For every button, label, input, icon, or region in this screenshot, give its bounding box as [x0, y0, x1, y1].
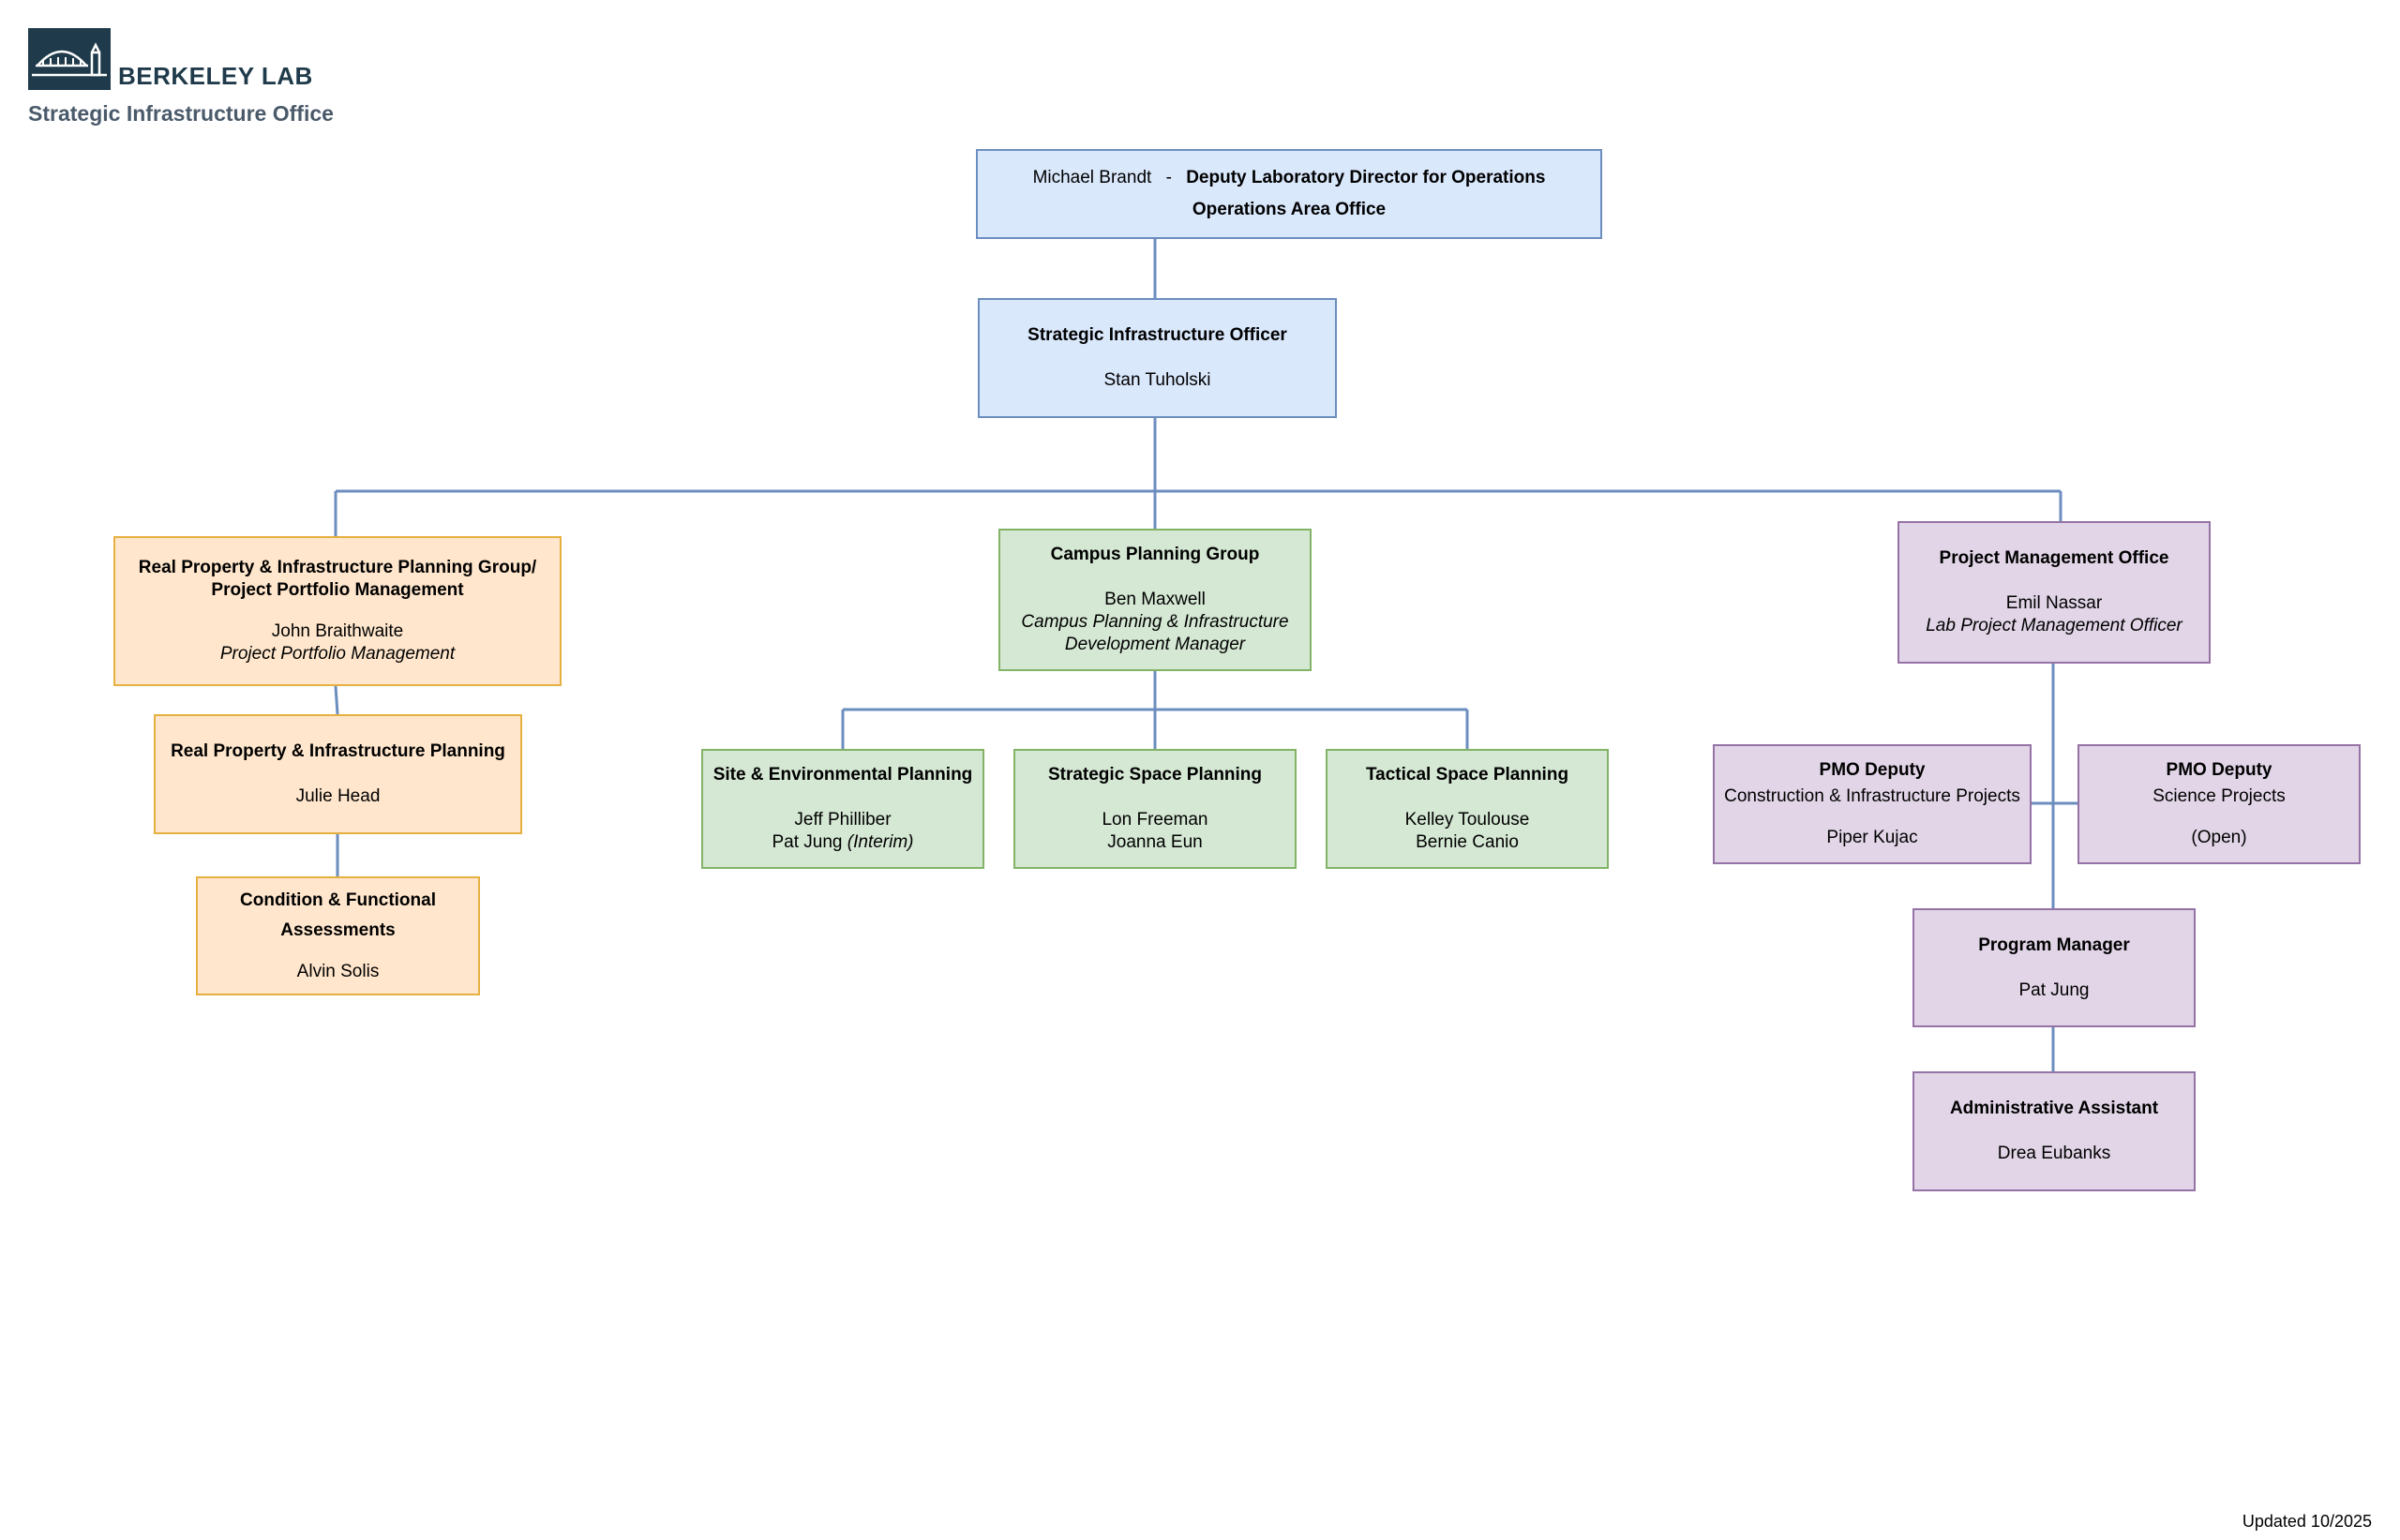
node-site-environmental-planning[interactable]: Site & Environmental Planning Jeff Phill…: [701, 749, 984, 869]
rpip-group-role: Project Portfolio Management: [219, 644, 456, 664]
node-campus-planning-group[interactable]: Campus Planning Group Ben Maxwell Campus…: [998, 529, 1312, 671]
deputy-director-name: Michael Brandt: [1032, 168, 1152, 187]
pmo-deputy-science-subtitle: Science Projects: [2152, 786, 2286, 806]
pmo-deputy-science-name: (Open): [2191, 828, 2247, 847]
node-deputy-director[interactable]: Michael Brandt - Deputy Laboratory Direc…: [976, 149, 1602, 239]
pmo-deputy-science-title: PMO Deputy: [2166, 760, 2272, 780]
node-pmo-deputy-science[interactable]: PMO Deputy Science Projects (Open): [2078, 744, 2361, 864]
strategic-space-name1: Lon Freeman: [1102, 810, 1208, 830]
deputy-director-office: Operations Area Office: [1192, 200, 1387, 219]
node-pmo-deputy-construction[interactable]: PMO Deputy Construction & Infrastructure…: [1713, 744, 2032, 864]
admin-assistant-name: Drea Eubanks: [1997, 1144, 2111, 1163]
rpip-title: Real Property & Infrastructure Planning: [171, 741, 505, 761]
tactical-space-title: Tactical Space Planning: [1365, 765, 1569, 785]
site-env-name2-line: Pat Jung (Interim): [772, 831, 913, 854]
node-condition-assessments[interactable]: Condition & Functional Assessments Alvin…: [196, 876, 480, 995]
pmo-deputy-construction-subtitle: Construction & Infrastructure Projects: [1724, 786, 2020, 806]
site-env-name1: Jeff Philliber: [794, 810, 892, 830]
berkeley-lab-logo: [28, 28, 111, 90]
tactical-space-name2: Bernie Canio: [1416, 832, 1519, 852]
berkeley-lab-building-icon: [32, 42, 107, 77]
program-manager-name: Pat Jung: [2018, 979, 2090, 1000]
campus-planning-title: Campus Planning Group: [1050, 545, 1260, 564]
site-env-title: Site & Environmental Planning: [712, 765, 973, 785]
deputy-director-separator: -: [1165, 168, 1172, 187]
campus-planning-name: Ben Maxwell: [1104, 590, 1206, 609]
strategic-space-title: Strategic Space Planning: [1047, 765, 1263, 785]
connector-rpip-group-rpip: [334, 685, 339, 715]
node-program-manager[interactable]: Program Manager Pat Jung: [1912, 908, 2196, 1027]
node-project-management-office[interactable]: Project Management Office Emil Nassar La…: [1898, 521, 2211, 664]
site-env-name2: Pat Jung: [772, 832, 843, 852]
office-subtitle: Strategic Infrastructure Office: [28, 101, 334, 126]
pmo-title: Project Management Office: [1939, 548, 2169, 568]
sio-title: Strategic Infrastructure Officer: [1028, 325, 1287, 345]
pmo-deputy-construction-title: PMO Deputy: [1819, 760, 1926, 780]
node-administrative-assistant[interactable]: Administrative Assistant Drea Eubanks: [1912, 1071, 2196, 1191]
rpip-name: Julie Head: [295, 786, 381, 806]
tactical-space-name1: Kelley Toulouse: [1404, 810, 1530, 830]
node-rpip-group[interactable]: Real Property & Infrastructure Planning …: [113, 536, 562, 686]
deputy-director-title: Deputy Laboratory Director for Operation…: [1186, 168, 1546, 187]
node-tactical-space-planning[interactable]: Tactical Space Planning Kelley Toulouse …: [1326, 749, 1609, 869]
rpip-group-name: John Braithwaite: [271, 621, 404, 641]
campus-planning-role-line1: Campus Planning & Infrastructure: [1021, 612, 1289, 632]
updated-date: Updated 10/2025: [2242, 1512, 2372, 1531]
campus-planning-role-line2: Development Manager: [1064, 635, 1246, 654]
condition-name: Alvin Solis: [296, 961, 380, 981]
pmo-deputy-construction-name: Piper Kujac: [1826, 828, 1918, 847]
strategic-space-name2: Joanna Eun: [1107, 832, 1203, 852]
pmo-role: Lab Project Management Officer: [1926, 616, 2182, 635]
condition-title-line2: Assessments: [280, 920, 396, 940]
site-env-name2-note: (Interim): [847, 832, 914, 852]
rpip-group-title-line1: Real Property & Infrastructure Planning …: [138, 558, 537, 577]
brand-name: BERKELEY LAB: [118, 62, 313, 90]
node-strategic-space-planning[interactable]: Strategic Space Planning Lon Freeman Joa…: [1013, 749, 1297, 869]
pmo-name: Emil Nassar: [2005, 593, 2103, 613]
program-manager-title: Program Manager: [1978, 934, 2130, 955]
condition-title-line1: Condition & Functional: [240, 890, 436, 910]
node-strategic-infrastructure-officer[interactable]: Strategic Infrastructure Officer Stan Tu…: [978, 298, 1337, 418]
node-rpip[interactable]: Real Property & Infrastructure Planning …: [154, 714, 522, 834]
admin-assistant-title: Administrative Assistant: [1949, 1099, 2159, 1118]
sio-name: Stan Tuholski: [1103, 370, 1211, 390]
rpip-group-title-line2: Project Portfolio Management: [211, 580, 464, 600]
